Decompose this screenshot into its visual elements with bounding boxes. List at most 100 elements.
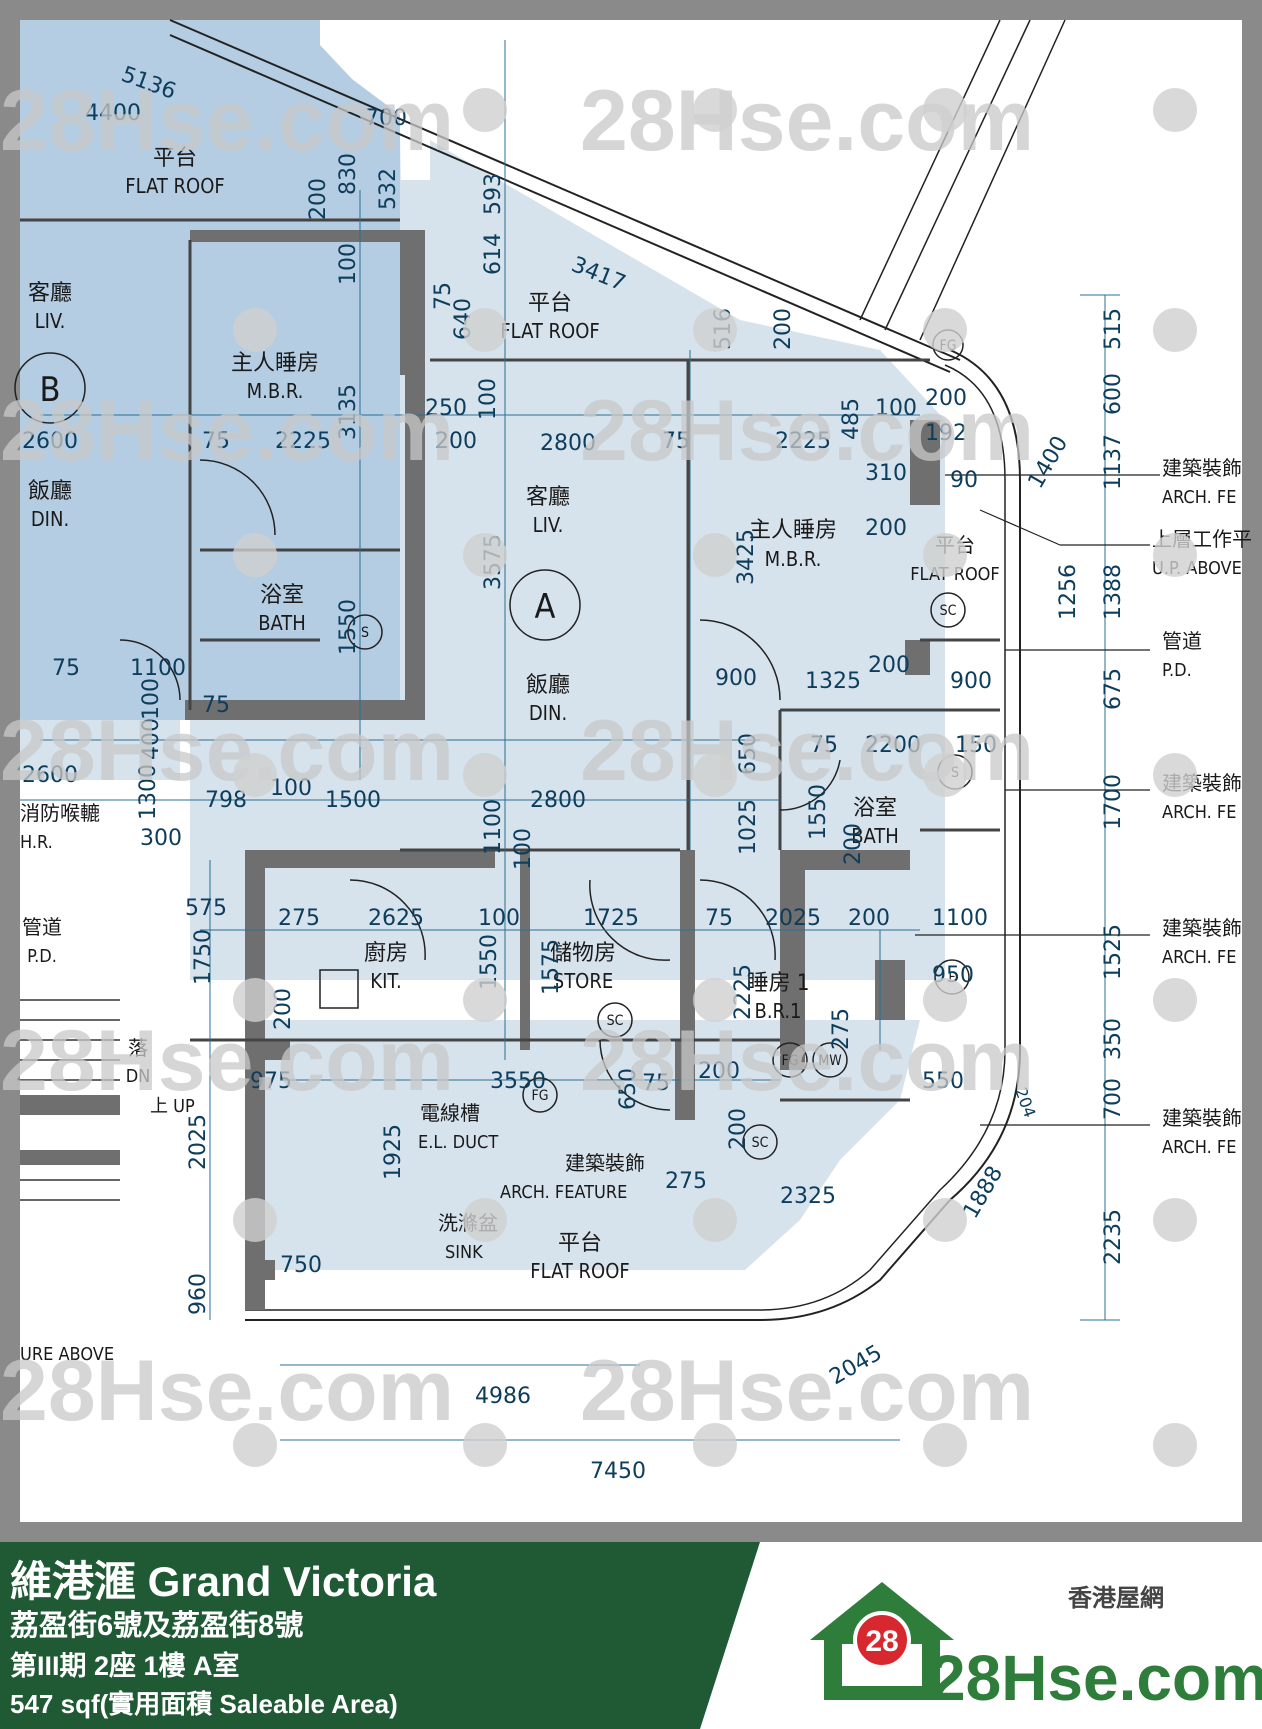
dimension-labels: 5136 4400 700 532 830 200 100 3417 75 64… <box>22 62 1126 1484</box>
room-b-mbr-en: M.B.R. <box>247 379 304 403</box>
dimension-label: 1750 <box>191 929 216 985</box>
dimension-label: 600 <box>1101 373 1126 415</box>
flat-roof-bottom-en: FLAT ROOF <box>530 1259 629 1283</box>
room-mbr-en: M.B.R. <box>765 547 822 571</box>
room-b-bath-zh: 浴室 <box>260 583 304 608</box>
stair-dn: DN <box>126 1066 151 1087</box>
watermark-text: 28Hse.com <box>580 1013 1034 1109</box>
watermark-text: 28Hse.com <box>580 383 1034 479</box>
dimension-label: 1575 <box>539 939 564 995</box>
right-arch-2-en: ARCH. FE <box>1162 802 1236 823</box>
dimension-label: 2600 <box>22 763 78 788</box>
dimension-label: 200 <box>771 308 796 350</box>
hr-en: H.R. <box>20 832 53 853</box>
dimension-label: 200 <box>865 516 907 541</box>
dimension-label: 75 <box>662 429 690 454</box>
arch-bottom-en: ARCH. FEATURE <box>500 1182 627 1203</box>
dimension-label: 1550 <box>336 599 361 655</box>
flat-roof-bottom-zh: 平台 <box>558 1231 602 1256</box>
dimension-label: 100 <box>478 906 520 931</box>
arch-bottom-zh: 建築裝飾 <box>565 1151 645 1175</box>
dimension-label: 515 <box>1101 308 1126 350</box>
flat-roof-top-zh: 平台 <box>528 291 572 316</box>
floor-plan: A B 客廳 LIV. 飯廳 DIN. 主人睡房 M.B.R. 浴室 BATH … <box>0 19 1252 1522</box>
dimension-label: 485 <box>839 398 864 440</box>
dimension-label: 1100 <box>130 656 186 681</box>
dimension-label: 1925 <box>381 1124 406 1180</box>
floor-plan-drawing: A B 客廳 LIV. 飯廳 DIN. 主人睡房 M.B.R. 浴室 BATH … <box>0 19 1252 1484</box>
footer: 維港滙 Grand Victoria 荔盈街6號及荔盈街8號 第III期 2座 … <box>0 1542 1262 1729</box>
stair-up: 上 UP <box>150 1096 195 1117</box>
dimension-label: 4400 <box>85 101 141 126</box>
dimension-label: 3425 <box>734 529 759 585</box>
dimension-label: 900 <box>715 666 757 691</box>
dimension-label: 192 <box>925 421 967 446</box>
flat-roof-b-zh: 平台 <box>153 146 197 171</box>
brand-name-zh: 香港屋網 <box>1068 1584 1164 1612</box>
pd-left-zh: 管道 <box>22 915 62 939</box>
dimension-label: 2325 <box>780 1184 836 1209</box>
room-store-zh: 儲物房 <box>550 941 616 966</box>
watermark-text: 28Hse.com <box>580 73 1034 169</box>
dimension-label: 1550 <box>806 784 831 840</box>
right-arch-4-en: ARCH. FE <box>1162 1137 1236 1158</box>
dimension-label: 2800 <box>530 788 586 813</box>
dimension-label: 1525 <box>1101 924 1126 980</box>
footer-info-band: 維港滙 Grand Victoria 荔盈街6號及荔盈街8號 第III期 2座 … <box>0 1542 760 1729</box>
right-arch-1-en: ARCH. FE <box>1162 487 1236 508</box>
dimension-label: 593 <box>481 173 506 215</box>
staircase <box>20 999 120 1201</box>
eld-en: E.L. DUCT <box>418 1132 498 1153</box>
dimension-label: 75 <box>52 656 80 681</box>
dimension-label: 1137 <box>1101 434 1126 490</box>
dimension-label: 700 <box>1101 1078 1126 1120</box>
room-b-mbr-zh: 主人睡房 <box>231 351 319 376</box>
dimension-label: 75 <box>202 429 230 454</box>
dimension-label: 275 <box>665 1169 707 1194</box>
dimension-label: 100 <box>336 243 361 285</box>
dimension-label: 2600 <box>22 429 78 454</box>
dimension-label: 100 <box>139 678 164 720</box>
dimension-label: 200 <box>698 1059 740 1084</box>
dimension-label: 275 <box>829 1008 854 1050</box>
dimension-label: 750 <box>280 1253 322 1278</box>
right-arch-3-en: ARCH. FE <box>1162 947 1236 968</box>
brand-logo[interactable]: 28 28Hse.com <box>810 1582 1262 1714</box>
fg-symbol-1: FG <box>531 1088 548 1104</box>
right-arch-4-zh: 建築裝飾 <box>1162 1106 1242 1130</box>
room-kit-zh: 廚房 <box>364 941 408 966</box>
unit-b-bottom-strip <box>20 720 180 780</box>
dimension-label: 100 <box>875 396 917 421</box>
dimension-label: 310 <box>865 461 907 486</box>
room-liv-zh: 客廳 <box>526 485 570 510</box>
dimension-label: 650 <box>736 733 761 775</box>
dimension-label: 350 <box>1101 1018 1126 1060</box>
watermark-text: 28Hse.com <box>0 73 454 169</box>
dimension-label: 1256 <box>1056 564 1081 620</box>
room-store-en: STORE <box>553 969 613 993</box>
room-b-liv-en: LIV. <box>35 309 66 333</box>
logo-badge <box>853 1611 911 1669</box>
flat-roof-top-en: FLAT ROOF <box>500 319 599 343</box>
dimension-label: 300 <box>140 826 182 851</box>
watermark-text: 28Hse.com <box>580 703 1034 799</box>
dimension-label: 3550 <box>490 1069 546 1094</box>
dimension-label: 100 <box>270 776 312 801</box>
unit-a-flat-roof-bottom <box>245 1020 920 1270</box>
sc-symbol-1: SC <box>940 603 957 619</box>
sc-symbol-3: SC <box>752 1135 769 1151</box>
dimension-label: 200 <box>306 178 331 220</box>
pd-left-en: P.D. <box>27 946 57 967</box>
fg-symbol-2: FG <box>781 1053 798 1069</box>
room-liv-en: LIV. <box>533 513 564 537</box>
dimension-label: 200 <box>848 906 890 931</box>
unit-a-flat-roof-top <box>400 140 740 320</box>
dimension-label: 1725 <box>583 906 639 931</box>
dimension-label: 4986 <box>475 1384 531 1409</box>
s-symbol-1: S <box>361 625 369 641</box>
dimension-label: 200 <box>925 386 967 411</box>
watermark-text: 28Hse.com <box>0 1013 454 1109</box>
dimension-label: 614 <box>481 233 506 275</box>
hr-zh: 消防喉轆 <box>20 801 100 825</box>
unit-a-label: A <box>535 587 556 627</box>
